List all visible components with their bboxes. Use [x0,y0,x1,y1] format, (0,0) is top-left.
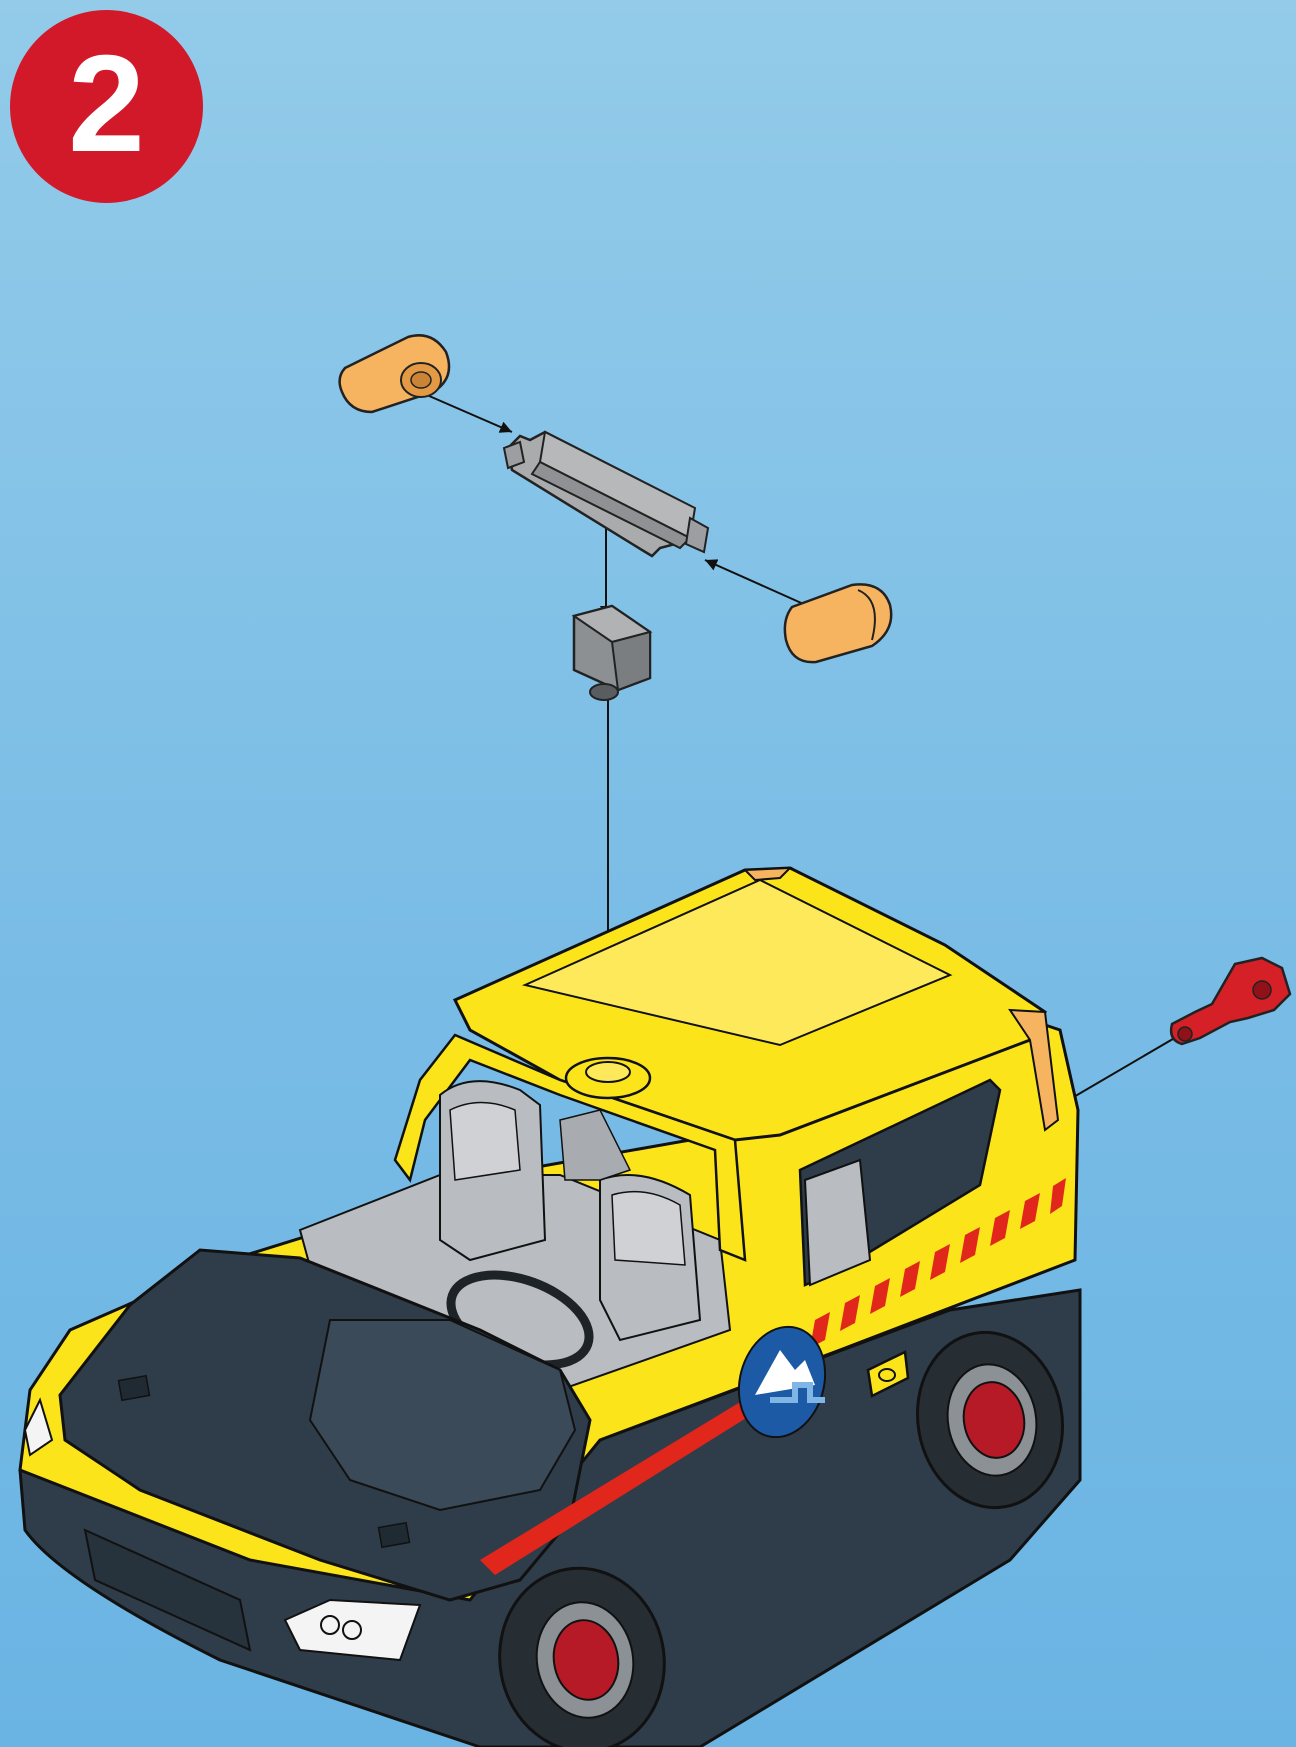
red-hook-icon [1171,958,1290,1044]
vehicle-icon [20,868,1080,1747]
arrow-icon [705,560,808,606]
clip-icon [574,606,650,700]
arrow-icon [420,392,512,432]
orange-cap-icon [785,584,891,662]
arrow-icon [1060,1036,1178,1105]
orange-cap-icon [340,335,449,412]
roof-mount [566,1058,650,1098]
